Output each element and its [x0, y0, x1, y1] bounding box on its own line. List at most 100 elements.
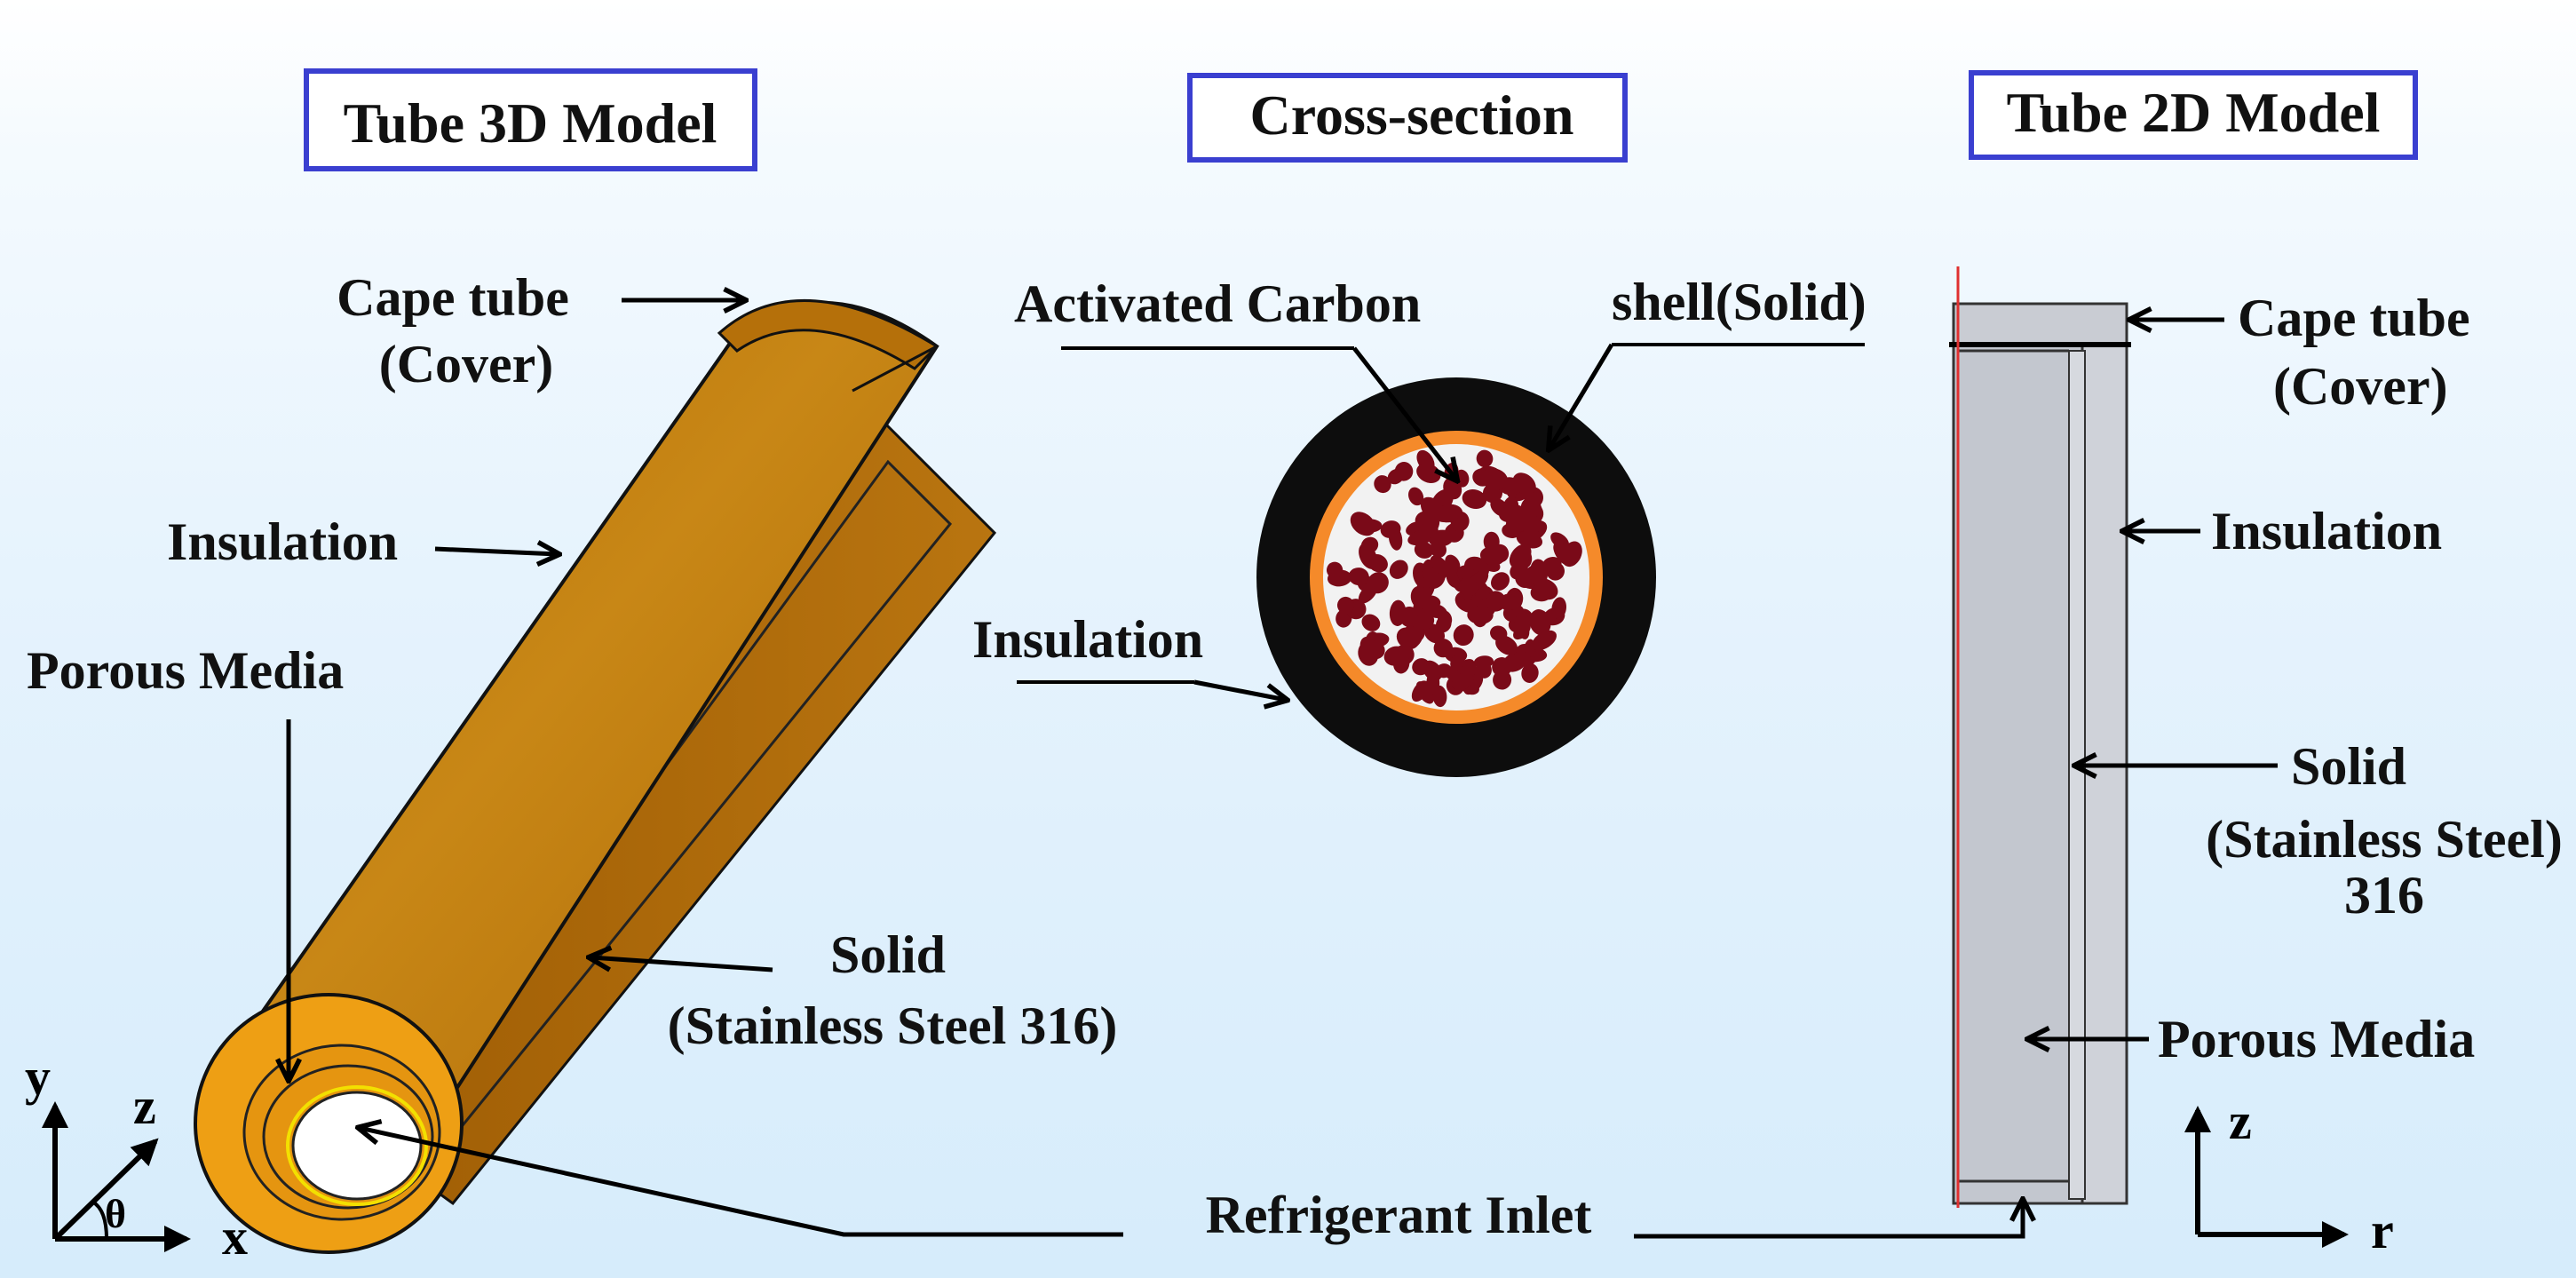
label-3d-porous-media: Porous Media: [27, 641, 344, 700]
axis-2d-z: z: [2229, 1092, 2252, 1150]
label-cs-insulation: Insulation: [972, 610, 1203, 669]
carbon-particle: [1326, 561, 1343, 579]
carbon-particle: [1523, 515, 1540, 542]
axis-2d-r: r: [2371, 1202, 2394, 1259]
label-3d-insulation: Insulation: [167, 512, 398, 571]
label-2d-insulation: Insulation: [2211, 502, 2442, 560]
carbon-particle: [1350, 512, 1376, 536]
cross-section: [1256, 377, 1656, 777]
carbon-particle: [1389, 560, 1408, 579]
carbon-particle: [1417, 516, 1440, 541]
axes-3d: y z x θ: [25, 1048, 248, 1266]
arrow-inlet-3d: [360, 1128, 1123, 1237]
axes-2d: z r: [2184, 1092, 2394, 1259]
carbon-particle: [1529, 609, 1551, 636]
carbon-particle: [1432, 685, 1447, 708]
carbon-particle: [1551, 597, 1567, 620]
carbon-particle: [1553, 542, 1573, 567]
carbon-particle: [1450, 654, 1465, 671]
carbon-particle: [1414, 612, 1435, 631]
carbon-particle: [1365, 640, 1385, 660]
axis-3d-theta: θ: [105, 1191, 126, 1236]
carbon-particle: [1523, 562, 1550, 583]
title-cross-section: Cross-section: [1250, 83, 1574, 147]
label-2d-cape-tube: Cape tube: [2238, 289, 2470, 347]
refrigerant-inlet: Refrigerant Inlet: [360, 1128, 2023, 1244]
carbon-particle: [1396, 627, 1420, 650]
carbon-particle: [1359, 543, 1378, 569]
labels-cross-section: Activated Carbon shell(Solid) Insulation: [972, 273, 1867, 700]
carbon-particle: [1374, 475, 1391, 494]
carbon-particle: [1361, 614, 1381, 631]
axis-3d-x: x: [222, 1208, 248, 1266]
arrow-3d-solid: [590, 957, 773, 972]
arrow-3d-insulation: [434, 549, 558, 554]
carbon-particle: [1393, 653, 1410, 674]
carbon-particle: [1476, 661, 1492, 679]
carbon-particle: [1453, 624, 1474, 647]
carbon-particle: [1516, 650, 1533, 668]
label-2d-solid: Solid: [2291, 737, 2406, 796]
labels-3d: Cape tube (Cover) Insulation Porous Medi…: [27, 268, 1117, 1079]
carbon-particle: [1521, 663, 1539, 683]
carbon-particle: [1467, 606, 1494, 624]
model-2d-cape-cover: [1952, 302, 2128, 345]
arrow-inlet-2d: [1634, 1201, 2023, 1239]
title-2d-model: Tube 2D Model: [2007, 81, 2381, 144]
label-cs-shell: shell(Solid): [1612, 273, 1867, 331]
axis-3d-z: z: [133, 1077, 156, 1135]
carbon-particle: [1499, 593, 1518, 611]
label-2d-cover: (Cover): [2273, 357, 2448, 416]
carbon-particle: [1476, 449, 1494, 468]
label-3d-cover: (Cover): [379, 335, 554, 393]
label-3d-cape-tube: Cape tube: [337, 268, 569, 327]
carbon-particle: [1388, 527, 1403, 551]
carbon-particle: [1367, 572, 1389, 594]
carbon-particle: [1415, 681, 1434, 704]
carbon-particle: [1490, 572, 1510, 591]
carbon-particle: [1420, 496, 1444, 521]
label-2d-solid-material-line1: (Stainless Steel): [2206, 810, 2563, 869]
carbon-particle: [1512, 472, 1536, 496]
carbon-particle: [1423, 660, 1443, 681]
tube-end-face-porous-core: [291, 1091, 423, 1201]
carbon-particle: [1462, 488, 1487, 510]
carbon-particle: [1414, 541, 1434, 559]
carbon-particle: [1516, 608, 1534, 626]
carbon-particle: [1509, 544, 1532, 568]
carbon-particle: [1410, 585, 1430, 609]
title-box-cross-section: Cross-section: [1187, 73, 1628, 163]
label-2d-porous-media: Porous Media: [2158, 1010, 2475, 1068]
carbon-particle: [1407, 487, 1424, 506]
carbon-particle: [1444, 666, 1461, 681]
carbon-particle: [1394, 462, 1414, 481]
carbon-particle: [1430, 555, 1450, 575]
carbon-particle: [1495, 635, 1518, 655]
tube-cape-cover: [717, 298, 939, 370]
tube-3d-model: [194, 298, 997, 1254]
label-2d-solid-material-line2: 316: [2344, 866, 2424, 925]
model-2d-steel-strip: [2068, 350, 2086, 1200]
labels-2d: Cape tube (Cover) Insulation Solid (Stai…: [2029, 289, 2563, 1068]
title-box-2d-model: Tube 2D Model: [1969, 70, 2418, 160]
model-2d-insulation-strip: [2081, 340, 2128, 1205]
arrow-cs-insulation: [1193, 679, 1286, 700]
arrow-cs-activated-carbon: [1352, 346, 1456, 480]
label-cs-activated-carbon: Activated Carbon: [1014, 274, 1421, 333]
label-refrigerant-inlet: Refrigerant Inlet: [1206, 1186, 1592, 1244]
carbon-particle: [1435, 615, 1452, 633]
carbon-particle: [1348, 568, 1369, 586]
carbon-particle: [1430, 540, 1447, 558]
axis-3d-y: y: [25, 1048, 51, 1106]
label-3d-solid-material: (Stainless Steel 316): [668, 996, 1118, 1055]
carbon-particle: [1532, 630, 1557, 651]
carbon-particle: [1459, 577, 1478, 597]
arrow-cs-shell: [1550, 343, 1614, 448]
activated-carbon-particles: [1326, 449, 1582, 708]
label-3d-solid: Solid: [830, 925, 946, 984]
tube-2d-model: [1949, 266, 2131, 1208]
carbon-particle: [1433, 639, 1454, 658]
carbon-particle: [1480, 468, 1509, 490]
carbon-particle: [1336, 596, 1355, 615]
